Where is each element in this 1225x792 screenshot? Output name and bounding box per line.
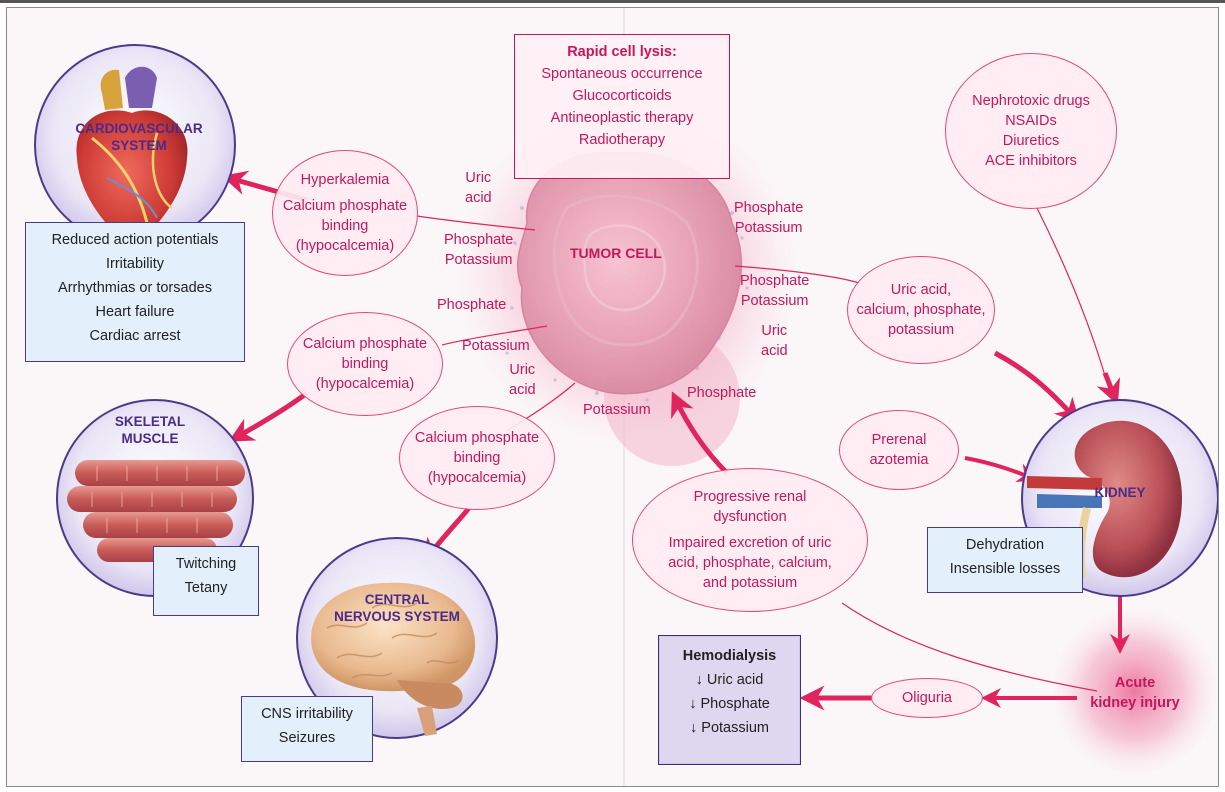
top-rule [0, 0, 1225, 3]
arrow-to-tumor-from-progressive [671, 391, 729, 475]
heart-illustration [76, 66, 188, 248]
tumor-speckles [505, 176, 749, 402]
lysis-item: Spontaneous occurrence [541, 66, 703, 82]
hemodialysis-item: ↓ Uric acid [695, 672, 764, 688]
cns-effects-box: CNS irritability Seizures [241, 696, 373, 762]
progressive-renal-dysfunction-oval: Progressive renal dysfunction Impaired e… [632, 468, 868, 612]
released-phosphate-left: Phosphate [437, 297, 507, 313]
arrow-to-skeletal [228, 390, 309, 442]
connector-progressive-to-aki [841, 602, 1098, 692]
lysis-item: Radiotherapy [578, 132, 666, 148]
oliguria-oval: Oliguria [871, 678, 983, 718]
connector-tumor-to-cardio-cause [416, 215, 536, 231]
cns-cause-oval: Calcium phosphate binding (hypocalcemia) [399, 406, 555, 510]
cardio-cause-oval: Hyperkalemia Calcium phosphate binding (… [272, 150, 418, 276]
cardio-effects-box: Reduced action potentials Irritability A… [25, 222, 245, 362]
rapid-cell-lysis-box: Rapid cell lysis: Spontaneous occurrence… [514, 34, 730, 179]
nephrotoxic-drugs-oval: Nephrotoxic drugs NSAIDs Diuretics ACE i… [945, 53, 1117, 209]
prerenal-azotemia-oval: Prerenal azotemia [839, 410, 959, 490]
aki-glow [1053, 609, 1217, 773]
connector-tumor-to-skeletal-cause [441, 325, 548, 346]
skeletal-effects-box: Twitching Tetany [153, 546, 259, 616]
released-potassium-bottom: Potassium [583, 402, 651, 418]
lysis-item: Antineoplastic therapy [550, 110, 694, 126]
kidney-effects-box: Dehydration Insensible losses [927, 527, 1083, 593]
lysis-item: Glucocorticoids [572, 88, 672, 104]
diagram-frame: Rapid cell lysis: Spontaneous occurrence… [6, 7, 1219, 787]
arrow-prerenal-to-kidney [964, 456, 1038, 483]
arrow-deposits-to-kidney [993, 350, 1081, 424]
released-phosphate-bottom: Phosphate [687, 385, 757, 401]
released-potassium-left: Potassium [462, 338, 530, 354]
rapid-cell-lysis-header: Rapid cell lysis: [567, 44, 677, 60]
skeletal-cause-oval: Calcium phosphate binding (hypocalcemia) [287, 312, 443, 416]
connector-drugs-to-kidney [1036, 207, 1111, 394]
hemodialysis-item: ↓ Phosphate [689, 696, 770, 712]
connector-tumor-to-deposits [734, 265, 860, 284]
hemodialysis-header: Hemodialysis [682, 648, 777, 664]
tumor-inner-texture-2 [583, 224, 666, 312]
hemodialysis-box: Hemodialysis ↓ Uric acid ↓ Phosphate ↓ P… [658, 635, 801, 765]
arrow-drugs-to-kidney-head [1096, 372, 1121, 405]
kidney-title: KIDNEY [1094, 485, 1146, 500]
brain-illustration [311, 582, 476, 736]
deposits-oval: Uric acid, calcium, phosphate, potassium [847, 256, 995, 364]
tumor-cell-title: TUMOR CELL [570, 245, 662, 261]
hemodialysis-item: ↓ Potassium [690, 720, 769, 736]
tumor-inner-texture [552, 194, 699, 347]
